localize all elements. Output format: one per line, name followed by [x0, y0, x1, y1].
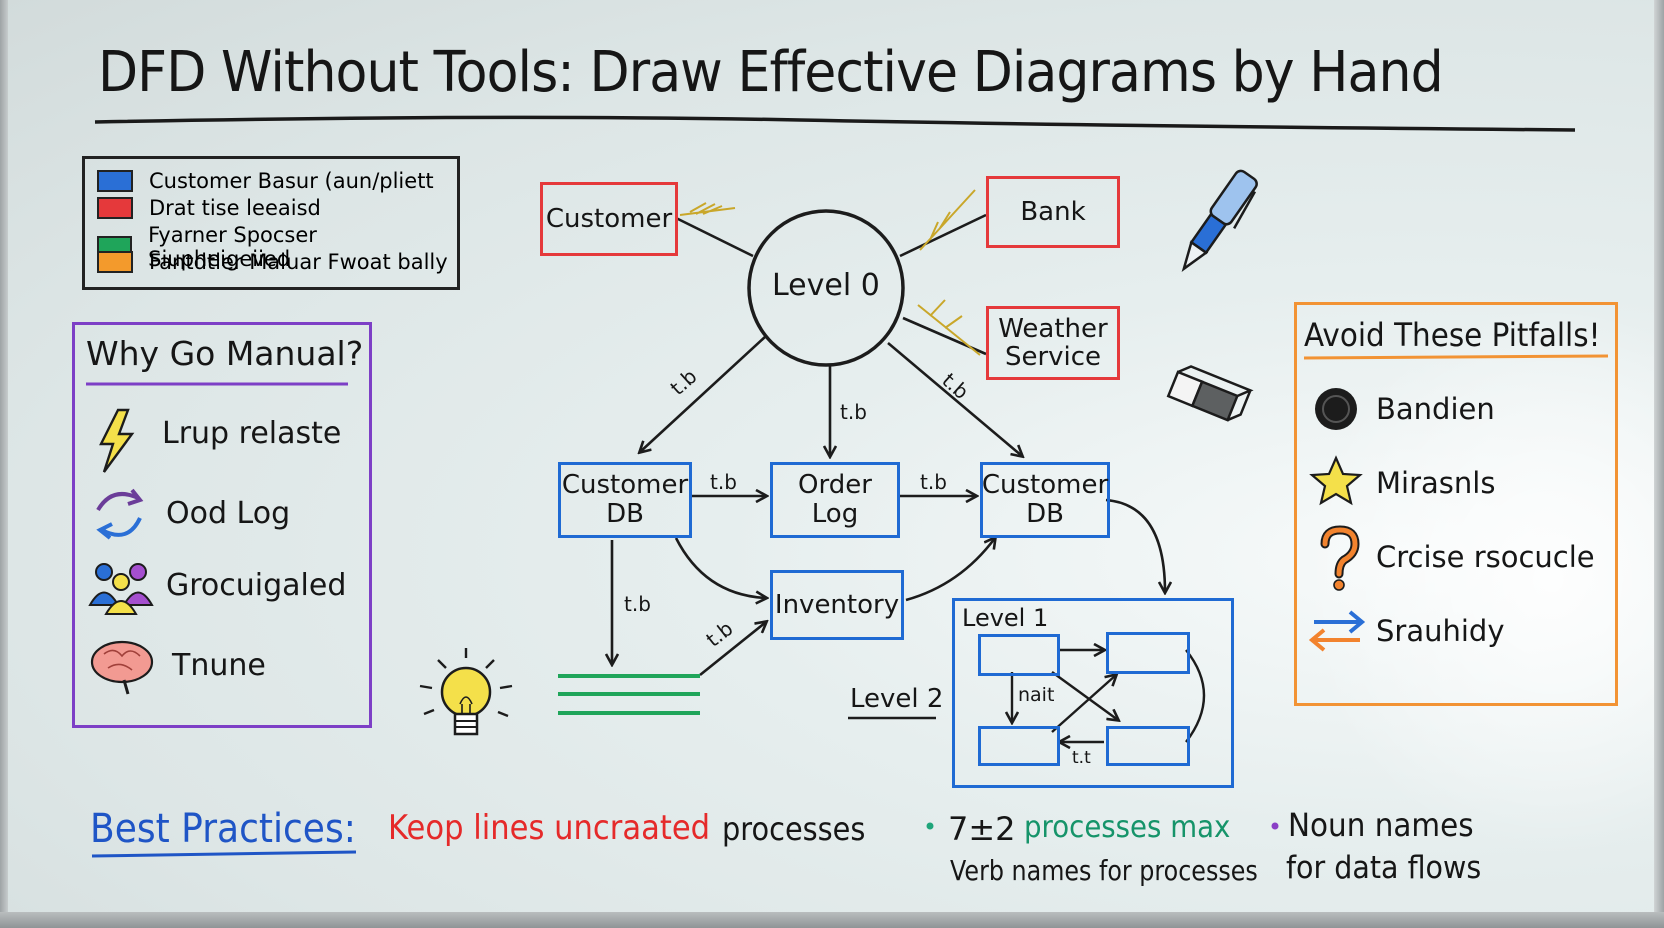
legend-item: Customer Basur (aun/pliett — [97, 169, 434, 193]
why-manual-item: Tnune — [172, 648, 266, 683]
store-customer-db-left: Customer DB — [558, 462, 692, 538]
level2-label: Level 2 — [850, 684, 944, 714]
why-manual-item: Grocuigaled — [166, 568, 347, 603]
black-circle-icon — [1315, 388, 1357, 430]
store-inventory: Inventory — [770, 570, 904, 640]
entity-bank: Bank — [986, 176, 1120, 248]
people-group-icon — [88, 563, 154, 615]
question-mark-icon — [1320, 525, 1360, 591]
legend-label: Fyarner Spocser Siupheigeiied — [148, 223, 317, 271]
best-practices-label: Best Practices: — [90, 806, 356, 852]
marker-tray — [0, 912, 1664, 928]
brain-icon — [90, 640, 154, 695]
legend-swatch-orange — [97, 251, 133, 273]
legend-item: Fyarner Spocser Siupheigeiied — [97, 223, 457, 271]
pitfalls-panel — [1294, 302, 1618, 706]
why-manual-heading: Why Go Manual? — [86, 334, 364, 373]
best-practices-black-text: processes — [722, 810, 866, 848]
legend-item: Drat tise leeaisd — [97, 196, 321, 220]
store-order-log: Order Log — [770, 462, 900, 538]
eraser-icon — [1166, 365, 1254, 422]
pitfall-item: Mirasnls — [1376, 466, 1496, 500]
flow-label: t.b — [624, 592, 651, 616]
bullet1-number: 7±2 — [948, 810, 1016, 848]
why-manual-item: Ood Log — [166, 496, 291, 531]
level1-label: Level 1 — [962, 604, 1049, 632]
bullet1-text: processes max — [1024, 810, 1231, 845]
lightning-icon — [99, 408, 135, 473]
flow-label: t.b — [710, 470, 737, 494]
store-customer-db-right: Customer DB — [980, 462, 1110, 538]
entity-customer: Customer — [540, 182, 678, 256]
legend-label: Fantdtler Maluar Fwoat bally — [149, 250, 448, 274]
bullet2-line2: for data flows — [1286, 850, 1482, 886]
entity-weather-service: Weather Service — [986, 306, 1120, 380]
best-practices-red-text: Keop lines uncraated — [388, 808, 711, 848]
swap-arrows-icon — [1308, 610, 1366, 652]
why-manual-panel — [72, 322, 372, 728]
legend-swatch-red — [97, 197, 133, 219]
level1-process — [1106, 726, 1190, 766]
color-legend: Customer Basur (aun/pliett Drat tise lee… — [82, 156, 460, 290]
level1-flow-label: t.t — [1072, 748, 1091, 768]
marker-pen-icon — [1181, 169, 1258, 272]
legend-label: Drat tise leeaisd — [149, 196, 321, 220]
board-frame-right — [1654, 0, 1664, 928]
pitfall-item: Crcise rsocucle — [1376, 540, 1595, 574]
board-frame-left — [0, 0, 8, 928]
flow-label: t.b — [920, 470, 947, 494]
legend-label: Customer Basur (aun/pliett — [149, 169, 434, 193]
data-store-lines — [558, 674, 700, 715]
page-title: DFD Without Tools: Draw Effective Diagra… — [98, 40, 1444, 105]
pitfall-item: Srauhidy — [1376, 614, 1505, 648]
level1-flow-label: nait — [1018, 684, 1055, 706]
lightbulb-icon — [419, 648, 513, 736]
flow-label: t.b — [840, 400, 867, 424]
star-icon — [1309, 455, 1363, 506]
level1-process — [978, 726, 1060, 766]
level1-process — [1106, 632, 1190, 674]
level0-circle — [747, 209, 905, 367]
level1-frame — [952, 598, 1234, 788]
why-manual-item: Lrup relaste — [162, 416, 342, 451]
level1-process — [978, 634, 1060, 676]
legend-item: Fantdtler Maluar Fwoat bally — [97, 250, 448, 274]
refresh-cycle-icon — [96, 488, 144, 540]
bullet1-line2: Verb names for processes — [950, 854, 1258, 887]
level0-label: Level 0 — [772, 268, 880, 303]
bullet2-line1: Noun names — [1288, 806, 1474, 844]
pitfalls-heading: Avoid These Pitfalls! — [1304, 316, 1601, 354]
legend-swatch-blue — [97, 170, 133, 192]
pitfall-item: Bandien — [1376, 392, 1495, 426]
